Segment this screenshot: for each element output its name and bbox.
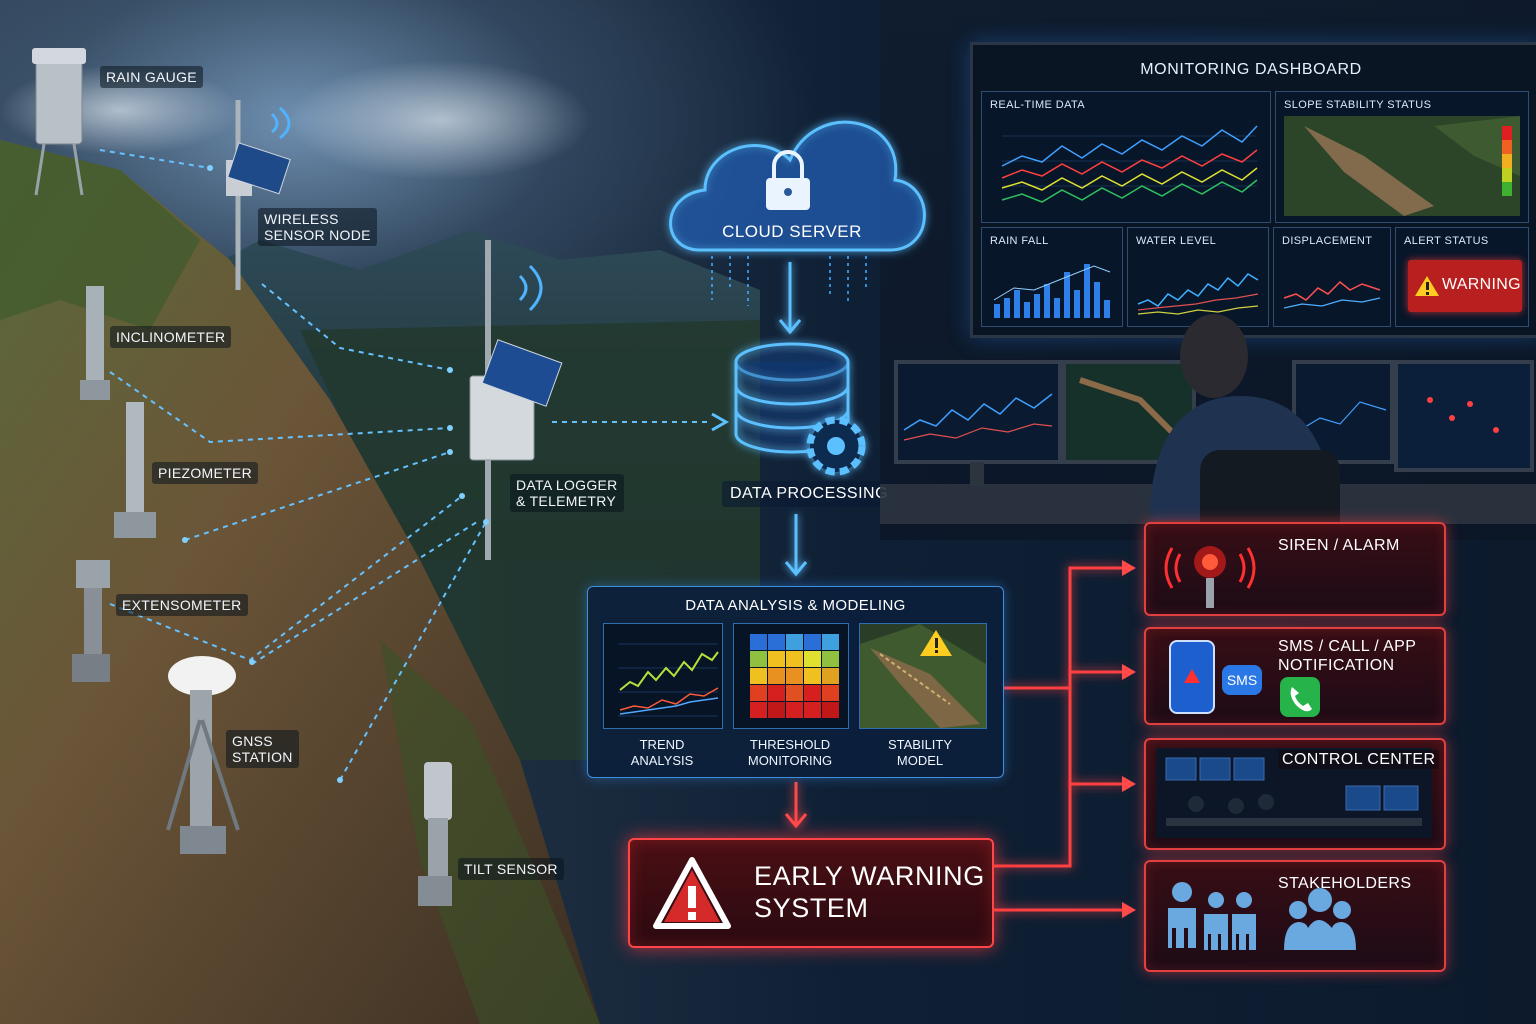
notification-card: SMS SMS / CALL / APP NOTIFICATION (1144, 627, 1446, 725)
phone-icon (1168, 639, 1216, 715)
sms-line1: SMS / CALL / APP (1278, 637, 1416, 656)
stakeholders-title: STAKEHOLDERS (1278, 874, 1411, 893)
notification-title: SMS / CALL / APP NOTIFICATION (1278, 637, 1416, 675)
control-center-card: CONTROL CENTER (1144, 738, 1446, 850)
siren-icon (1160, 528, 1260, 610)
siren-title: SIREN / ALARM (1278, 536, 1400, 555)
control-center-title: CONTROL CENTER (1278, 750, 1439, 769)
desk-monitor (896, 362, 1060, 486)
sms-badge-text: SMS (1227, 672, 1257, 688)
stakeholders-card: STAKEHOLDERS (1144, 860, 1446, 972)
sms-line2: NOTIFICATION (1278, 656, 1416, 675)
sms-bubble-icon: SMS (1222, 665, 1262, 695)
call-icon (1280, 677, 1320, 717)
desk-monitor (1396, 362, 1532, 470)
siren-alarm-card: SIREN / ALARM (1144, 522, 1446, 616)
